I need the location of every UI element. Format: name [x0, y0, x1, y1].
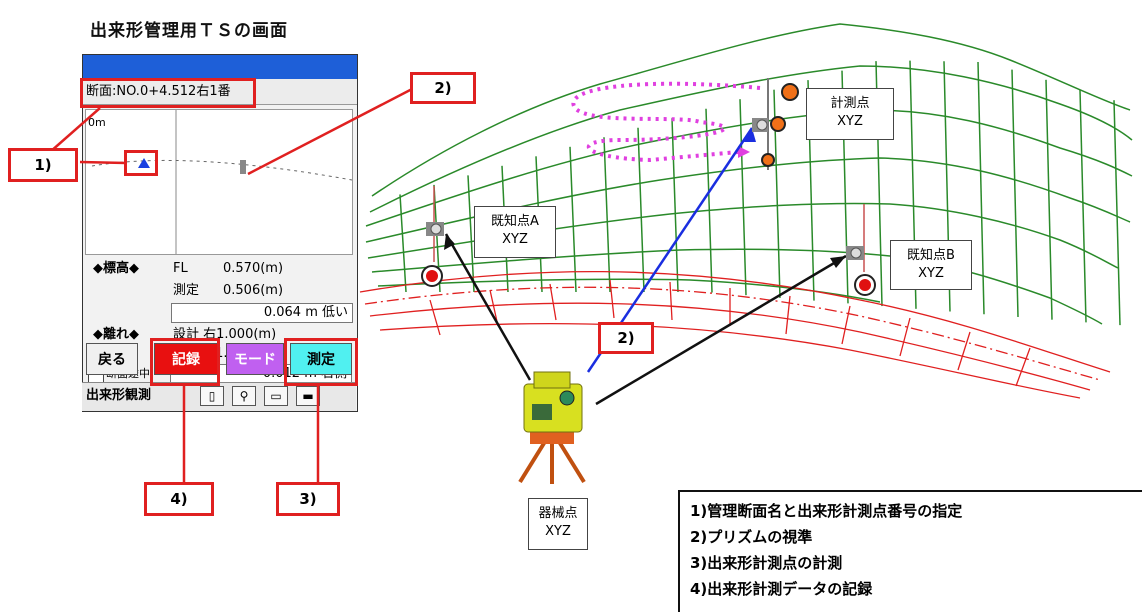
elev-measure-value: 0.506(m) [223, 283, 284, 298]
zoom-icon[interactable]: ⚲ [232, 386, 256, 406]
known-point-b-coord: XYZ [918, 266, 944, 281]
known-point-b-label: 既知点B XYZ [890, 240, 972, 290]
instrument-point-coord: XYZ [545, 524, 571, 539]
elev-measure-label: 測定 [173, 283, 200, 298]
legend-item-3: 3)出来形計測点の計測 [690, 554, 843, 572]
calculator-icon[interactable]: ▯ [200, 386, 224, 406]
sight-line-known-b [595, 254, 847, 406]
known-point-a-label: 既知点A XYZ [474, 206, 556, 258]
observation-mode-label: 出来形観測 [86, 388, 152, 403]
known-point-a-coord: XYZ [502, 232, 528, 247]
fl-label: FL [173, 261, 188, 276]
measure-point-label: 計測点 XYZ [806, 88, 894, 140]
offset-label: ◆離れ◆ [93, 327, 139, 342]
callout-4: 4) [144, 482, 214, 516]
highlight-measure [284, 338, 358, 386]
device-controls: 戻る 記録 モード 測定 出来形観測 ▯ ⚲ ▭ ▬ [82, 54, 356, 411]
mode-button[interactable]: モード [226, 343, 284, 375]
back-button[interactable]: 戻る [86, 343, 138, 375]
prism-known-b [846, 204, 876, 296]
elevation-difference: 0.064 m 低い [171, 303, 353, 323]
measure-button[interactable]: 測定 [290, 343, 352, 375]
legend-item-4: 4)出来形計測データの記録 [690, 580, 873, 598]
station-marker-icon [138, 158, 150, 168]
sight-line-known-a [444, 233, 532, 381]
section-name-label[interactable]: 断面:NO.0+4.512右1番 [83, 79, 357, 105]
window-icon[interactable]: ▬ [296, 386, 320, 406]
callout-2-top: 2) [410, 72, 476, 104]
device-status-bar: 出来形観測 ▯ ⚲ ▭ ▬ [82, 382, 356, 411]
instrument-point-label: 器械点 XYZ [528, 498, 588, 550]
callout-1: 1) [8, 148, 78, 182]
highlight-section-name [80, 78, 256, 108]
known-point-b-name: 既知点B [907, 248, 955, 263]
callout-3: 3) [276, 482, 340, 516]
callout-2-mid: 2) [598, 322, 654, 354]
prism-known-a [421, 186, 444, 287]
device-title-bar [83, 55, 357, 79]
highlight-record [150, 338, 220, 386]
record-button[interactable]: 記録 [154, 343, 218, 375]
highlight-station [124, 150, 158, 176]
fl-value: 0.570(m) [223, 261, 284, 276]
known-point-a-name: 既知点A [491, 214, 539, 229]
legend-item-1: 1)管理断面名と出来形計測点番号の指定 [690, 502, 963, 520]
measure-point-name: 計測点 [830, 96, 870, 111]
measure-point-coord: XYZ [837, 114, 863, 129]
design-lines [359, 270, 1111, 399]
instrument-point-name: 器械点 [538, 506, 578, 521]
elevation-label: ◆標高◆ [93, 261, 139, 276]
total-station-icon [518, 371, 586, 484]
prism-measure-point [752, 78, 799, 170]
keyboard-icon[interactable]: ▭ [264, 386, 288, 406]
legend-item-2: 2)プリズムの視準 [690, 528, 813, 546]
page-title: 出来形管理用ＴＳの画面 [90, 21, 288, 41]
measurement-route [571, 81, 761, 163]
step-legend: 1)管理断面名と出来形計測点番号の指定 2)プリズムの視準 3)出来形計測点の計… [678, 490, 1142, 612]
